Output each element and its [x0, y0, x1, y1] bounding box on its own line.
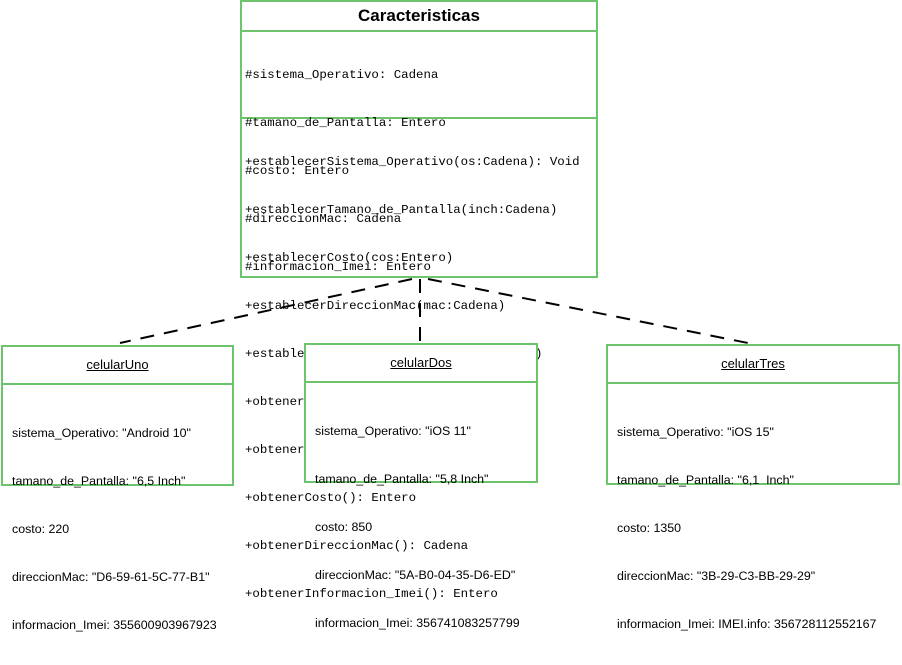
slot-line: tamano_de_Pantalla: "6,5 Inch" [12, 474, 186, 488]
attribute-line: #informacion_Imei: Entero [245, 260, 431, 274]
object-divider [3, 383, 232, 385]
class-attributes: #sistema_Operativo: Cadena #tamano_de_Pa… [242, 32, 596, 274]
slot-line: costo: 220 [12, 522, 70, 536]
dependency-connectors [119, 278, 749, 344]
method-line: +establecerTamano_de_Pantalla(inch:Caden… [245, 203, 558, 217]
attribute-line: #costo: Entero [245, 164, 350, 178]
object-box-celularuno[interactable]: celularUno sistema_Operativo: "Android 1… [1, 345, 234, 632]
object-slots: sistema_Operativo: "iOS 11" tamano_de_Pa… [306, 383, 536, 663]
attribute-line: #direccionMac: Cadena [245, 212, 402, 226]
slot-line: sistema_Operativo: "Android 10" [12, 426, 191, 440]
connector-to-celularUno [119, 278, 413, 344]
attribute-line: #tamano_de_Pantalla: Entero [245, 116, 446, 130]
object-title: celularDos [390, 355, 452, 370]
object-divider [608, 382, 898, 384]
method-line: +establecerDireccionMac(mac:Cadena) [245, 299, 506, 313]
attribute-line: #sistema_Operativo: Cadena [245, 68, 439, 82]
slot-line: informacion_Imei: IMEI.info: 35672811255… [617, 617, 877, 631]
slot-line: informacion_Imei: 356741083257799 [315, 616, 520, 630]
slot-line: tamano_de_Pantalla: "6,1 Inch" [617, 473, 794, 487]
method-line: +establecerSistema_Operativo(os:Cadena):… [245, 155, 580, 169]
slot-line: direccionMac: "D6-59-61-5C-77-B1" [12, 570, 210, 584]
object-title: celularTres [721, 356, 785, 371]
slot-line: tamano_de_Pantalla: "5,8 Inch" [315, 472, 489, 486]
slot-line: sistema_Operativo: "iOS 11" [315, 424, 471, 438]
object-slots: sistema_Operativo: "Android 10" tamano_d… [3, 385, 232, 665]
object-box-celulardos[interactable]: celularDos sistema_Operativo: "iOS 11" t… [304, 343, 538, 630]
slot-line: costo: 850 [315, 520, 373, 534]
object-box-celulartres[interactable]: celularTres sistema_Operativo: "iOS 15" … [606, 344, 900, 631]
class-title: Caracteristicas [242, 2, 596, 32]
object-slots: sistema_Operativo: "iOS 15" tamano_de_Pa… [608, 384, 898, 664]
slot-line: costo: 1350 [617, 521, 682, 535]
slot-line: direccionMac: "3B-29-C3-BB-29-29" [617, 569, 816, 583]
object-title: celularUno [86, 357, 149, 372]
method-line: +establecerCosto(cos:Entero) [245, 251, 454, 265]
slot-line: sistema_Operativo: "iOS 15" [617, 425, 774, 439]
slot-line: informacion_Imei: 355600903967923 [12, 618, 217, 632]
connector-to-celularTres [427, 278, 749, 344]
slot-line: direccionMac: "5A-B0-04-35-D6-ED" [315, 568, 516, 582]
class-box-caracteristicas[interactable]: Caracteristicas #sistema_Operativo: Cade… [240, 0, 598, 601]
object-divider [306, 381, 536, 383]
